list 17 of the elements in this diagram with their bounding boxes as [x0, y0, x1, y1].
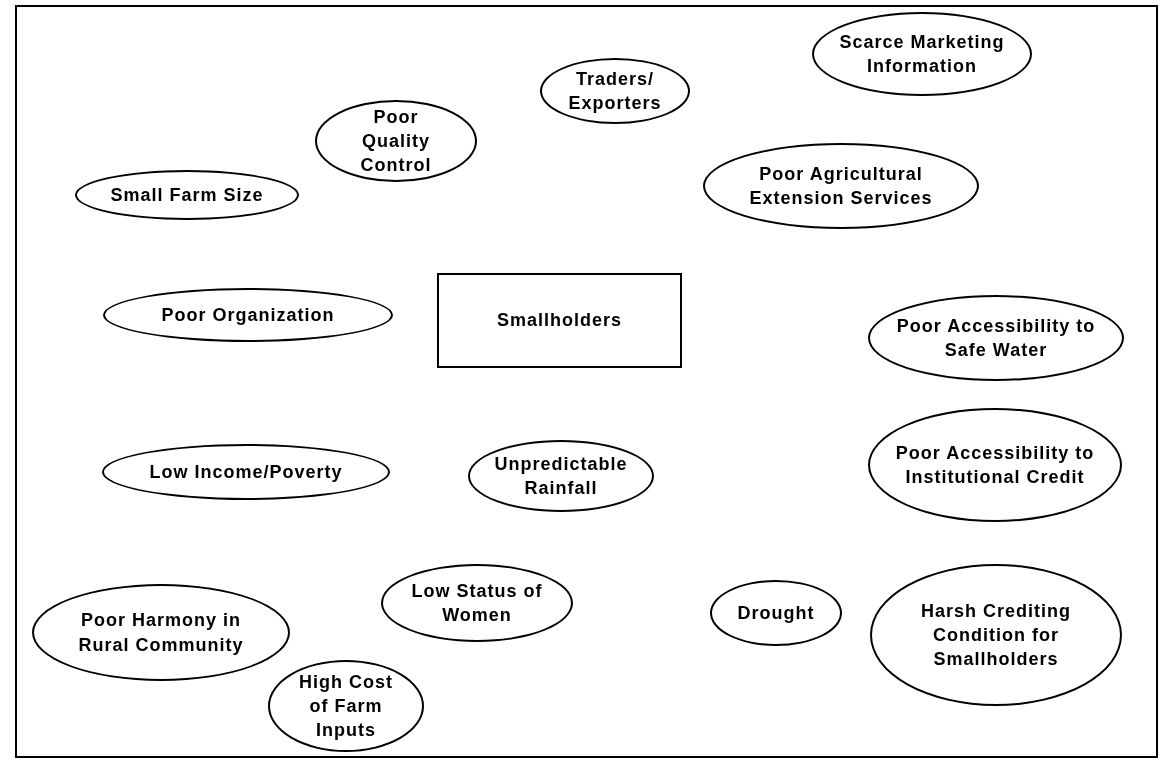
node-label: Poor Organization	[161, 303, 335, 327]
node-label: Low Status of Women	[410, 579, 544, 627]
node-label: Poor Accessibility to Safe Water	[895, 314, 1097, 362]
node-label: High Cost of Farm Inputs	[298, 670, 394, 743]
node-label: Poor Quality Control	[359, 105, 433, 178]
node-label: Poor Accessibility to Institutional Credit	[894, 441, 1096, 489]
node-label: Unpredictable Rainfall	[494, 452, 628, 500]
node-label: Traders/ Exporters	[567, 67, 663, 115]
node-label: Scarce Marketing Information	[838, 30, 1006, 78]
subject-box	[437, 273, 682, 368]
node-label: Small Farm Size	[110, 183, 264, 207]
node-label: Low Income/Poverty	[149, 460, 343, 484]
node-label: Drought	[737, 601, 815, 625]
node-label: Poor Agricultural Extension Services	[748, 162, 934, 210]
node-label: Smallholders	[496, 309, 622, 333]
node-label: Poor Harmony in Rural Community	[77, 609, 245, 657]
node-label: Harsh Crediting Condition for Smallholders	[920, 599, 1072, 672]
